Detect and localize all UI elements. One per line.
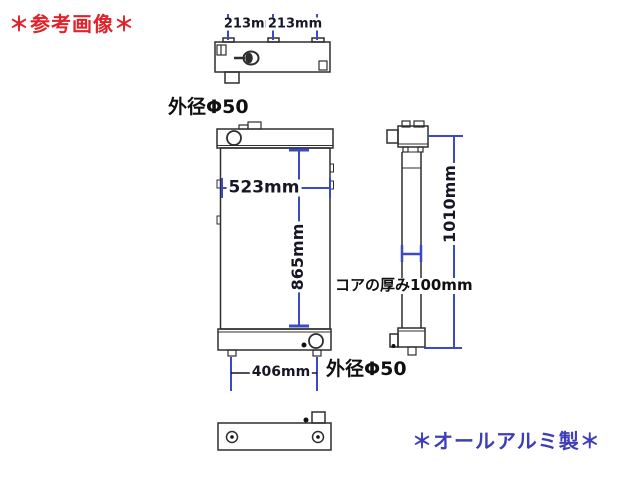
front-top-bracket (247, 121, 262, 130)
top-view-lower-lug (224, 71, 240, 84)
dimension-213-left: 213mm (221, 16, 281, 32)
front-view (216, 121, 334, 357)
filler-neck (226, 130, 242, 146)
outer-diameter-top-label: 外径Φ50 (168, 96, 249, 118)
filler-cap-top-inner (245, 52, 253, 64)
front-left-tick-2 (216, 215, 221, 225)
bottom-bolt-left (225, 430, 239, 444)
top-view (214, 37, 331, 84)
top-view-right-bracket (318, 60, 328, 71)
side-cap-left (401, 120, 411, 128)
filler-cap-top (242, 50, 260, 66)
side-cap-right (413, 120, 425, 128)
bottom-bolt-left-dot (230, 435, 234, 439)
drain-plug-dot (301, 342, 307, 348)
bottom-view-lug (311, 411, 326, 424)
side-view (386, 120, 429, 356)
side-inlet-pipe (386, 129, 399, 144)
side-foot (407, 346, 417, 356)
outer-diameter-bottom-label: 外径Φ50 (326, 358, 407, 380)
core-thickness-dimension (400, 245, 423, 262)
front-foot-right (312, 349, 322, 357)
front-bottom-tank (217, 328, 332, 351)
bottom-bolt-right-dot (316, 435, 320, 439)
bottom-bolt-right (311, 430, 325, 444)
side-outlet-dot (391, 344, 396, 348)
dimension-1010: 1010mm (440, 163, 459, 245)
bottom-view-body (217, 422, 332, 451)
front-right-tick-1 (329, 163, 334, 173)
top-view-body (214, 41, 331, 73)
front-left-tick-1 (216, 179, 221, 189)
front-core (219, 147, 331, 330)
dimension-523: 523mm (226, 177, 302, 198)
front-foot-left (227, 349, 237, 357)
bottom-view-nub (303, 417, 309, 423)
drain-outlet (308, 333, 324, 349)
dimension-865: 865mm (288, 221, 307, 293)
all-aluminum-note: ＊オールアルミ製＊ (412, 429, 601, 453)
dimension-213-right: 213mm (265, 16, 325, 32)
dimension-406: 406mm (249, 364, 313, 380)
core-thickness-label: コアの厚み100mm (333, 276, 475, 294)
reference-image-note: ＊参考画像＊ (9, 12, 135, 36)
bottom-view (217, 411, 332, 451)
